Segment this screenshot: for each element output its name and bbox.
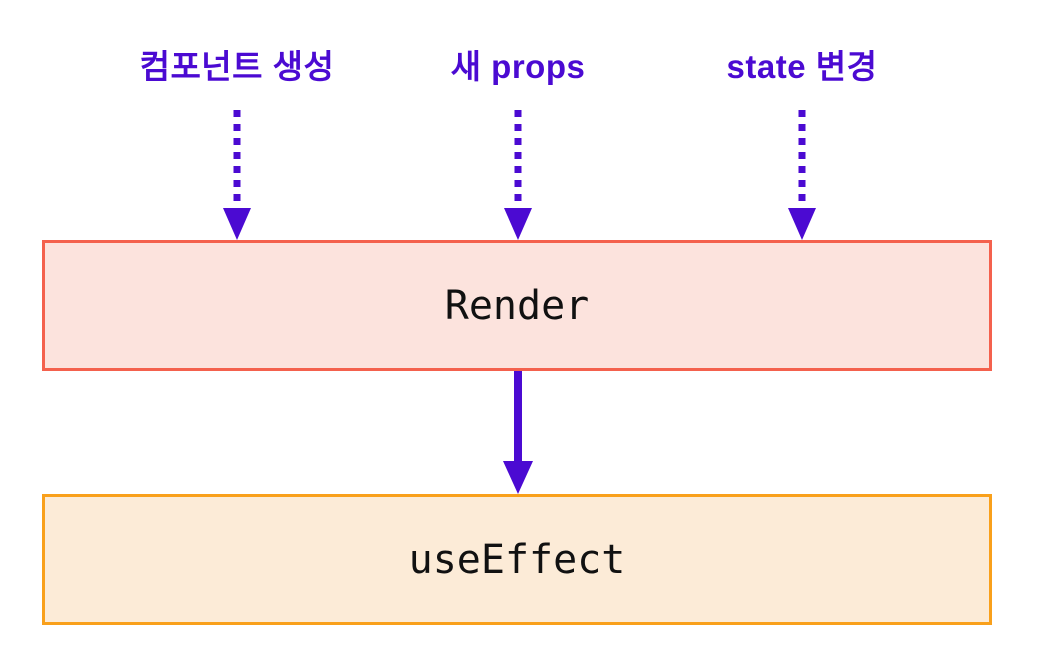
trigger-label-component-creation: 컴포넌트 생성 [139, 48, 335, 85]
useeffect-box-label: useEffect [408, 536, 626, 583]
dotted-down-arrow-icon [504, 110, 532, 240]
trigger-label-new-props: 새 props [450, 48, 586, 85]
render-box-label: Render [444, 282, 590, 329]
useeffect-box: useEffect [42, 494, 992, 625]
solid-down-arrow-icon [503, 371, 533, 494]
dotted-down-arrow-icon [223, 110, 251, 240]
dotted-down-arrow-icon [788, 110, 816, 240]
trigger-label-state-change: state 변경 [726, 48, 878, 85]
render-box: Render [42, 240, 992, 371]
